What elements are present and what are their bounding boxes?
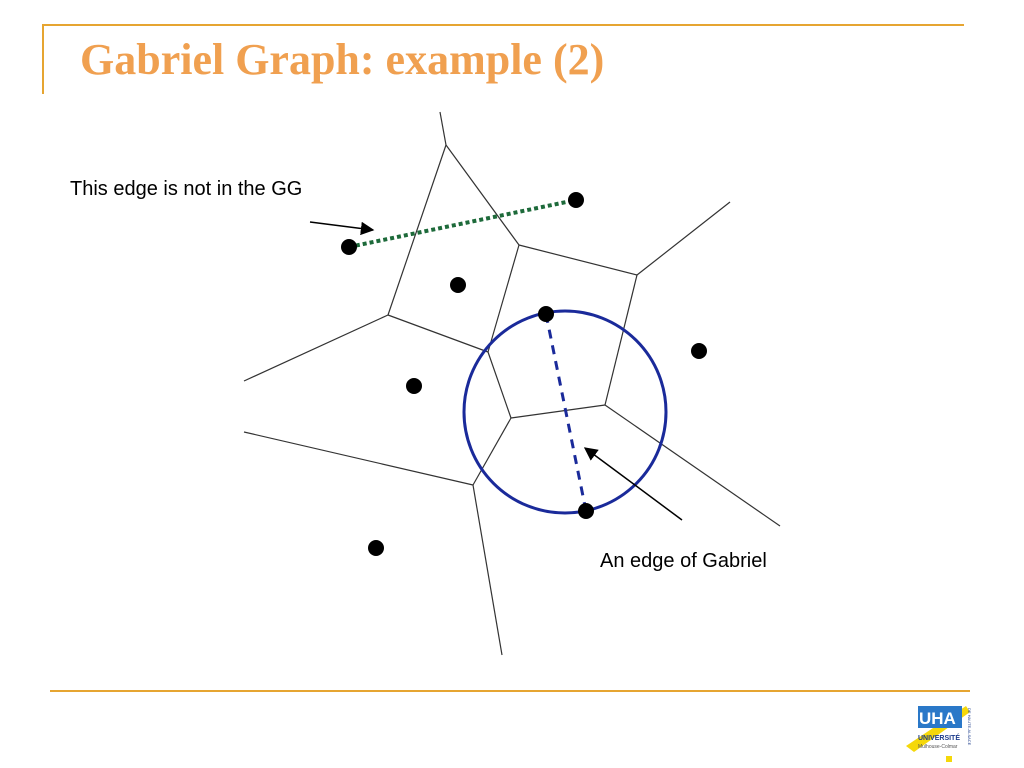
non-gabriel-edge bbox=[348, 198, 577, 249]
voronoi-edges bbox=[243, 111, 781, 656]
voronoi-edge bbox=[387, 314, 489, 353]
voronoi-edge bbox=[243, 314, 389, 382]
voronoi-edge bbox=[243, 431, 474, 486]
site-point bbox=[538, 306, 554, 322]
frame-top-rule bbox=[42, 24, 964, 26]
annotation-arrow-gabriel-edge bbox=[583, 447, 683, 521]
voronoi-edge bbox=[439, 111, 447, 146]
voronoi-edge bbox=[445, 144, 520, 246]
annotation-not-in-gg: This edge is not in the GG bbox=[70, 178, 302, 200]
footer-rule bbox=[50, 690, 970, 692]
slide-title: Gabriel Graph: example (2) bbox=[80, 35, 605, 84]
voronoi-edge bbox=[472, 417, 512, 486]
site-point bbox=[691, 343, 707, 359]
uha-logo: UHA UNIVERSITÉ Mulhouse-Colmar DE HAUTE-… bbox=[906, 706, 972, 762]
voronoi-edge bbox=[518, 244, 638, 276]
annotation-arrow-not-in-gg bbox=[309, 221, 375, 236]
logo-blue-block bbox=[918, 706, 962, 728]
site-point bbox=[406, 378, 422, 394]
voronoi-edge bbox=[487, 244, 520, 353]
frame-left-rule bbox=[42, 24, 44, 94]
voronoi-edge bbox=[387, 144, 447, 316]
site-point bbox=[368, 540, 384, 556]
gabriel-empty-circle bbox=[462, 309, 668, 515]
annotation-gabriel-edge: An edge of Gabriel bbox=[600, 550, 767, 572]
voronoi-edge bbox=[510, 404, 606, 419]
site-point bbox=[450, 277, 466, 293]
site-point bbox=[568, 192, 584, 208]
voronoi-edge bbox=[487, 351, 512, 419]
logo-main-text: UHA bbox=[919, 709, 956, 728]
sites bbox=[341, 192, 707, 556]
gabriel-edge bbox=[544, 313, 588, 512]
logo-city-text: Mulhouse-Colmar bbox=[918, 744, 958, 750]
site-point bbox=[578, 503, 594, 519]
voronoi-edge bbox=[636, 201, 731, 276]
voronoi-edge bbox=[604, 404, 781, 527]
site-point bbox=[341, 239, 357, 255]
voronoi-edge bbox=[472, 484, 503, 656]
logo-yellow-mark bbox=[946, 756, 952, 762]
logo-side-text: DE HAUTE-ALSACE bbox=[967, 708, 972, 746]
voronoi-edge bbox=[604, 274, 638, 406]
logo-sub-text: UNIVERSITÉ bbox=[918, 733, 960, 742]
